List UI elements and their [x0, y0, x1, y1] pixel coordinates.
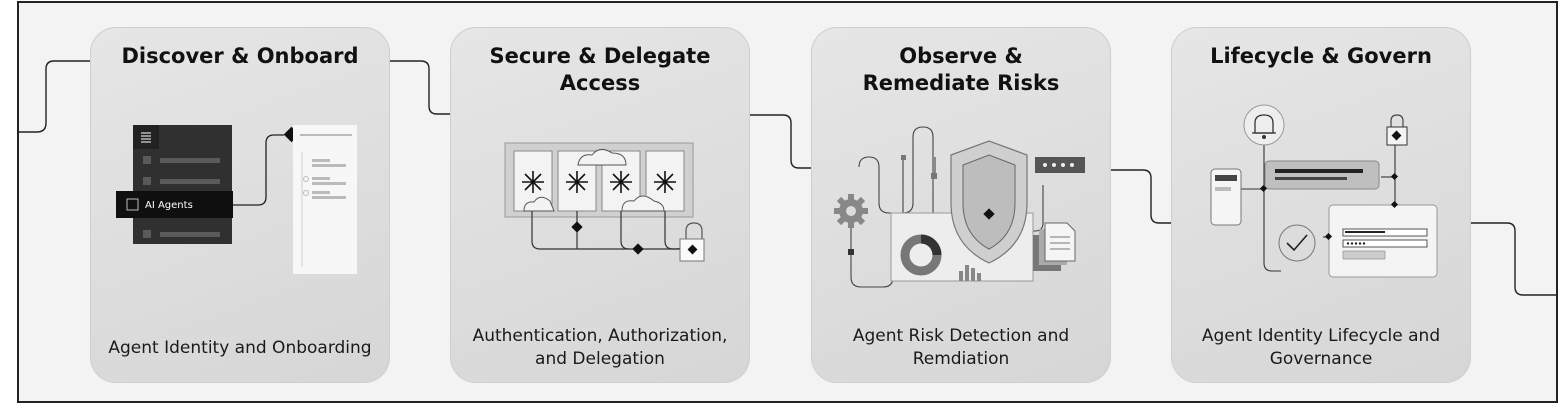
- connector-stage3-stage4: [1111, 169, 1172, 224]
- stage-card-discover-onboard: Discover & Onboard AI Agents: [90, 27, 390, 383]
- stage-caption: Agent Identity and Onboarding: [108, 337, 372, 358]
- password-field: [1035, 157, 1085, 173]
- stage-title: Lifecycle & Govern: [1210, 44, 1432, 68]
- donut-chart-icon: [900, 234, 942, 276]
- connector-right-edge: [1471, 222, 1556, 296]
- stage-card-secure-delegate: Secure & Delegate Access: [450, 27, 750, 383]
- directory-header-block: [133, 125, 159, 149]
- lock-icon: [1386, 114, 1408, 146]
- ai-agents-label: AI Agents: [145, 200, 193, 211]
- monitor-node: [848, 249, 854, 255]
- governance-illustration: [1210, 104, 1438, 278]
- checkmark-icon: [1278, 224, 1316, 262]
- stage-card-lifecycle-govern: Lifecycle & Govern: [1171, 27, 1471, 383]
- bell-icon: [1243, 104, 1285, 146]
- stage-title: Observe & Remediate Risks: [862, 44, 1060, 95]
- stage-caption: Agent Identity Lifecycle and Governance: [1201, 326, 1441, 369]
- menu-icon: [141, 132, 151, 143]
- stage-caption: Authentication, Authorization, and Deleg…: [472, 326, 728, 369]
- stage-title: Discover & Onboard: [121, 44, 359, 68]
- password-dots: [1346, 242, 1366, 245]
- stage-title: Secure & Delegate Access: [489, 44, 711, 95]
- detail-items: [303, 159, 346, 199]
- ai-agents-row-highlight: [116, 191, 233, 218]
- asterisk-icon: [522, 171, 676, 193]
- agent-directory-illustration: AI Agents: [116, 125, 357, 274]
- ai-agents-row-icon: [126, 198, 139, 211]
- gear-icon: [834, 194, 868, 228]
- shield-node: [983, 208, 995, 220]
- monitor-node: [901, 155, 906, 160]
- delegation-node: [632, 243, 644, 255]
- connector-left-edge: [19, 60, 91, 133]
- connector-stage1-stage2: [389, 60, 451, 115]
- risk-monitoring-illustration: [834, 126, 1085, 288]
- onboard-link-line: [233, 134, 284, 206]
- connector-stage2-stage3: [750, 114, 811, 169]
- monitor-node: [931, 173, 937, 179]
- password-dots: [1043, 163, 1074, 167]
- directory-rows: [143, 156, 220, 238]
- diagram-frame: Discover & Onboard AI Agents: [17, 1, 1558, 403]
- delegation-node: [571, 221, 583, 233]
- lock-icon: [679, 222, 705, 262]
- shield-inner: [962, 154, 1016, 250]
- bar-chart-icon: [959, 265, 981, 281]
- cloud-icon: [523, 149, 665, 212]
- stage-card-observe-remediate: Observe & Remediate Risks: [811, 27, 1111, 383]
- detail-panel: [293, 125, 357, 274]
- document-stack-icon: [1033, 222, 1076, 271]
- stage-caption: Agent Risk Detection and Remdiation: [852, 326, 1070, 369]
- mobile-device-icon: [1210, 168, 1242, 226]
- stage-connectors: [19, 60, 1556, 296]
- credential-panel: [1264, 160, 1380, 190]
- access-keys-illustration: [504, 142, 705, 262]
